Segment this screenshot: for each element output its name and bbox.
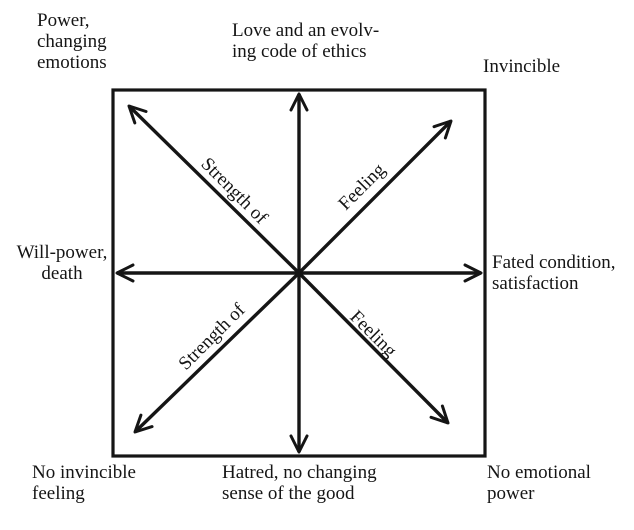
label-top-left: Power, changing emotions [37,10,107,73]
arrow-up-right [297,119,453,275]
arrow-down-left [133,271,301,434]
arrow-up-left [127,104,301,275]
label-mid-left: Will-power, death [16,242,108,284]
label-top-right: Invincible [483,56,561,77]
label-bottom-left: No invincible feeling [32,462,136,504]
label-bottom-right: No emotional power [487,462,591,504]
label-bottom-center: Hatred, no changing sense of the good [222,462,377,504]
frame-box [111,88,487,458]
arrow-down-right [297,271,450,425]
label-mid-right: Fated condition, satisfaction [492,252,616,294]
label-top-center: Love and an evolv- ing code of ethics [232,20,380,62]
